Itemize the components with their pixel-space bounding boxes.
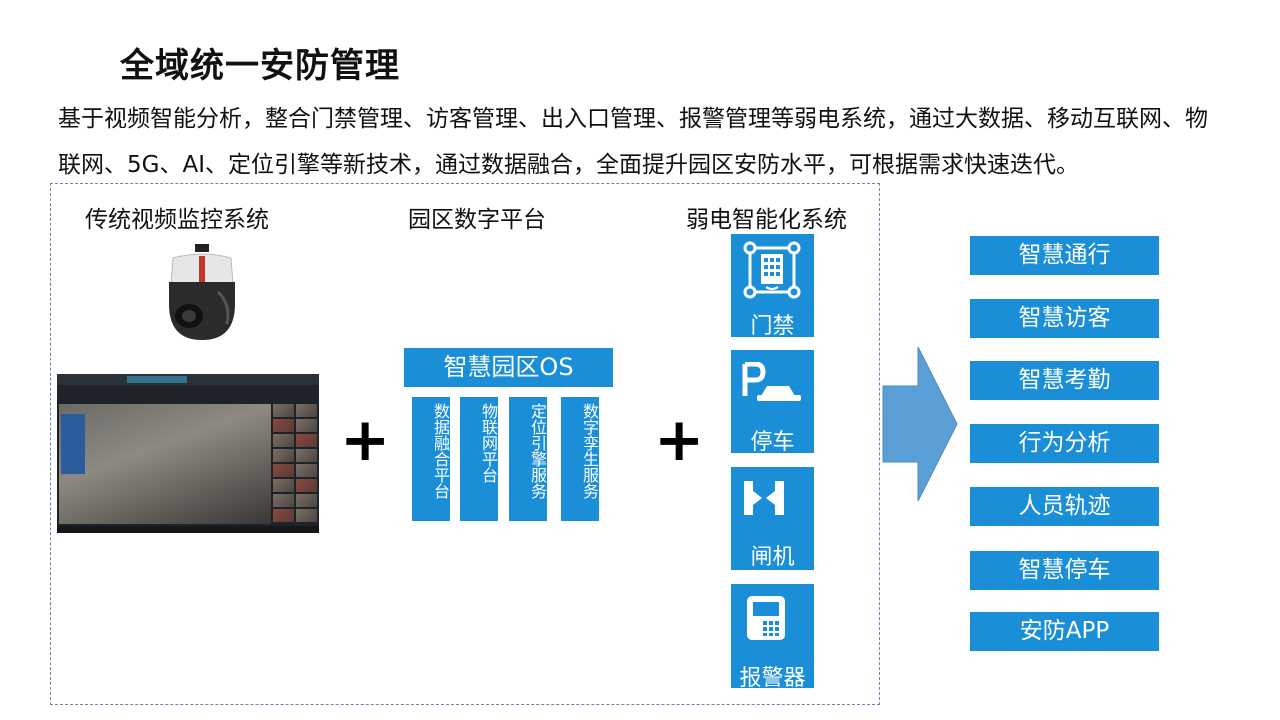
tile-label-alarm: 报警器 — [739, 666, 806, 691]
outcome-smart-attendance: 智慧考勤 — [970, 361, 1159, 400]
plus-sign-1: + — [340, 405, 391, 475]
dome-camera-icon — [169, 244, 235, 340]
service-positioning-engine: 定位引擎服务 — [509, 397, 547, 521]
right-arrow-icon — [882, 346, 958, 502]
parking-icon — [742, 362, 801, 401]
weak-current-section-title: 弱电智能化系统 — [686, 207, 847, 233]
video-section-title: 传统视频监控系统 — [85, 207, 269, 233]
smart-park-os-label: 智慧园区OS — [404, 348, 613, 387]
tile-turnstile: 闸机 — [731, 467, 814, 570]
page-title: 全域统一安防管理 — [120, 46, 400, 86]
outcome-behavior-analysis: 行为分析 — [970, 424, 1159, 463]
access-control-icon — [743, 241, 801, 299]
alarm-panel-icon — [747, 596, 785, 640]
service-digital-twin: 数字孪生服务 — [561, 397, 599, 521]
plus-sign-2: + — [654, 405, 705, 475]
platform-section-title: 园区数字平台 — [408, 207, 546, 233]
tile-access-control: 门禁 — [731, 234, 814, 339]
outcome-smart-access: 智慧通行 — [970, 236, 1159, 275]
system-frame — [50, 183, 880, 705]
tile-label-parking: 停车 — [750, 430, 795, 455]
tile-alarm: 报警器 — [731, 584, 814, 691]
video-monitor-screenshot — [57, 374, 319, 533]
tile-parking: 停车 — [731, 350, 814, 455]
page-description: 基于视频智能分析，整合门禁管理、访客管理、出入口管理、报警管理等弱电系统，通过大… — [58, 106, 1208, 178]
outcome-security-app: 安防APP — [970, 612, 1159, 651]
outcome-smart-visitor: 智慧访客 — [970, 299, 1159, 338]
turnstile-icon — [744, 481, 784, 515]
tile-label-turnstile: 闸机 — [750, 545, 795, 570]
service-data-fusion: 数据融合平台 — [412, 397, 450, 521]
service-iot-platform: 物联网平台 — [460, 397, 498, 521]
outcome-personnel-trajectory: 人员轨迹 — [970, 487, 1159, 526]
outcome-smart-parking: 智慧停车 — [970, 551, 1159, 590]
tile-label-access: 门禁 — [750, 314, 795, 339]
